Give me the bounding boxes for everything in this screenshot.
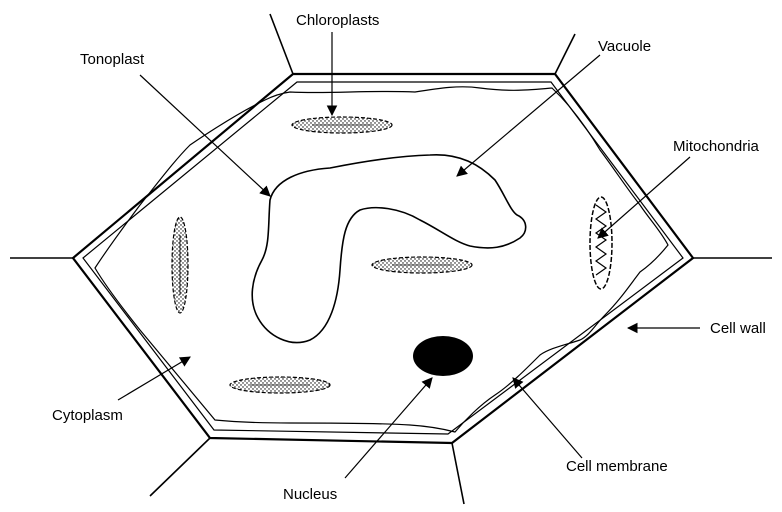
nucleus bbox=[413, 336, 473, 376]
label-cell-wall: Cell wall bbox=[710, 320, 766, 337]
vacuole bbox=[252, 155, 525, 343]
label-tonoplast: Tonoplast bbox=[80, 51, 145, 68]
label-chloroplasts: Chloroplasts bbox=[296, 12, 379, 29]
nucleus-pointer bbox=[345, 378, 432, 478]
cell-membrane-pointer bbox=[513, 378, 582, 458]
chloroplast bbox=[230, 377, 330, 393]
chloroplast bbox=[372, 257, 472, 273]
chloroplast bbox=[292, 117, 392, 133]
label-cell-membrane: Cell membrane bbox=[566, 458, 668, 475]
mitochondria-pointer bbox=[598, 157, 690, 238]
mitochondrion bbox=[590, 197, 612, 289]
label-vacuole: Vacuole bbox=[598, 38, 651, 55]
leader-lines bbox=[118, 32, 700, 478]
label-nucleus: Nucleus bbox=[283, 486, 337, 503]
chloroplast bbox=[172, 217, 188, 313]
label-mitochondria: Mitochondria bbox=[673, 138, 760, 155]
tonoplast-pointer bbox=[140, 75, 270, 196]
label-cytoplasm: Cytoplasm bbox=[52, 407, 123, 424]
